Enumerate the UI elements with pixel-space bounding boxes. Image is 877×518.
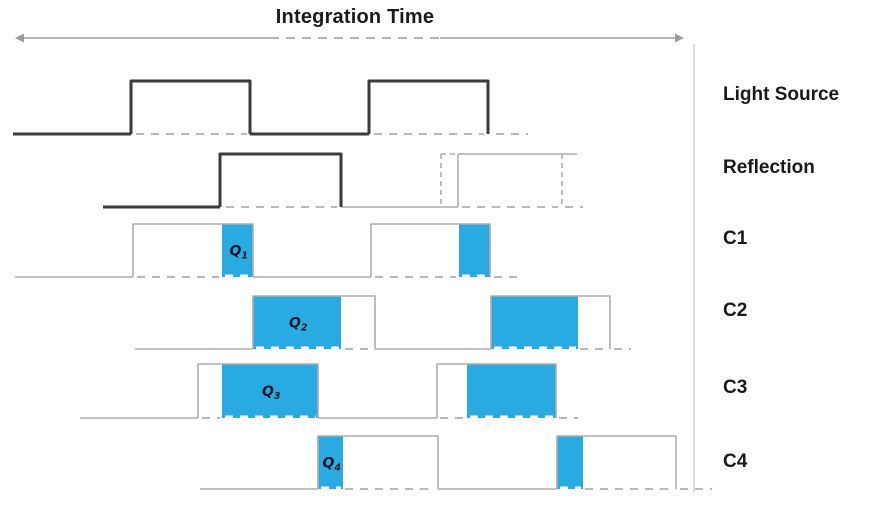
waveform-light-source [13, 79, 528, 136]
diagram-title: Integration Time [275, 6, 435, 28]
arrowhead-left-icon [15, 33, 24, 43]
row-label-c1: C1 [723, 228, 748, 249]
row-label-c3: C3 [723, 377, 748, 398]
row-label-light-source: Light Source [723, 84, 840, 105]
waveform-c2: Q2 [135, 295, 631, 350]
row-label-reflection: Reflection [723, 157, 815, 178]
charge-fill-c2 [491, 296, 578, 349]
charge-fill-c1 [459, 224, 490, 277]
charge-fill-c3 [222, 364, 318, 418]
charge-fill-c2 [253, 296, 341, 349]
row-label-c4: C4 [723, 451, 748, 472]
charge-fill-c1 [222, 224, 253, 277]
waveform-reflection [103, 152, 583, 209]
arrowhead-right-icon [675, 33, 684, 43]
charge-fill-c3 [467, 364, 556, 418]
waveform-c3: Q3 [80, 363, 578, 419]
charge-fill-c4 [318, 436, 343, 489]
waveform-c4: Q4 [200, 435, 712, 490]
charge-fill-c4 [557, 436, 583, 489]
row-label-c2: C2 [723, 300, 748, 321]
integration-time-arrow [15, 33, 684, 43]
waveform-c1: Q1 [15, 223, 517, 278]
